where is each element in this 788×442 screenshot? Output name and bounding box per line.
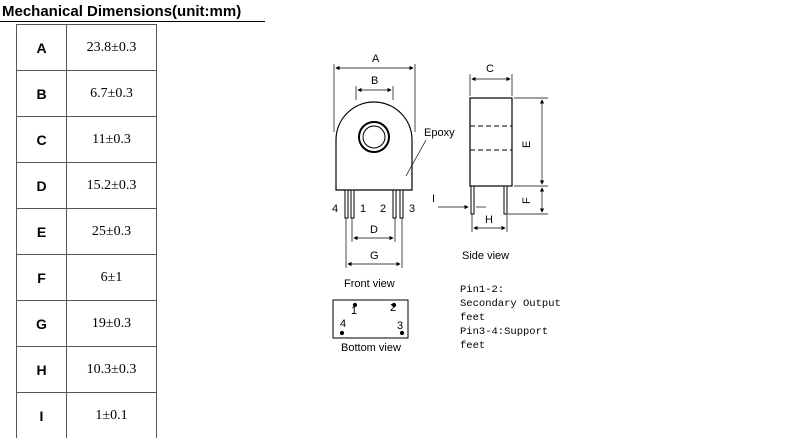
section-title: Mechanical Dimensions(unit:mm) [2,3,242,20]
dimension-key: D [16,162,67,209]
dimension-key: I [16,392,67,438]
dim-label-g: G [370,250,379,262]
pin-3-label: 3 [409,203,415,215]
pin-2-label: 2 [380,203,386,215]
dimension-value: 19±0.3 [66,300,157,347]
dim-label-d: D [370,224,378,236]
pin-1-label: 1 [360,203,366,215]
epoxy-label: Epoxy [424,127,455,139]
dimension-value: 1±0.1 [66,392,157,438]
side-view-caption: Side view [462,250,509,262]
dim-label-b: B [371,75,378,87]
bottom-pin-3-label: 3 [397,320,403,332]
dimension-value: 6.7±0.3 [66,70,157,117]
dimension-key: H [16,346,67,393]
dim-label-a: A [372,53,380,65]
bottom-view [332,299,409,339]
dimension-key: A [16,24,67,71]
dimension-value: 23.8±0.3 [66,24,157,71]
dimension-value: 10.3±0.3 [66,346,157,393]
pin-4-label: 4 [332,203,338,215]
dim-label-h: H [485,214,493,226]
note-line: feet [460,312,485,324]
note-line: Pin1-2: [460,284,504,296]
dim-label-i: I [432,193,435,205]
title-underline [0,21,265,22]
front-view [333,64,427,268]
dimension-value: 25±0.3 [66,208,157,255]
dim-label-f: F [521,197,533,204]
dimension-value: 6±1 [66,254,157,301]
dimension-value: 15.2±0.3 [66,162,157,209]
note-line: Pin3-4:Support [460,326,548,338]
bottom-pin-1-label: 1 [351,305,357,317]
note-line: Secondary Output [460,298,561,310]
dim-label-c: C [486,63,494,75]
dimension-key: G [16,300,67,347]
dimension-key: C [16,116,67,163]
front-view-caption: Front view [344,278,395,290]
bottom-pin-2-label: 2 [390,302,396,314]
note-line: feet [460,340,485,352]
side-view [438,74,548,232]
dimension-key: E [16,208,67,255]
bottom-pin-4-label: 4 [340,318,346,330]
bottom-view-caption: Bottom view [341,342,401,354]
dim-label-e: E [521,141,533,148]
